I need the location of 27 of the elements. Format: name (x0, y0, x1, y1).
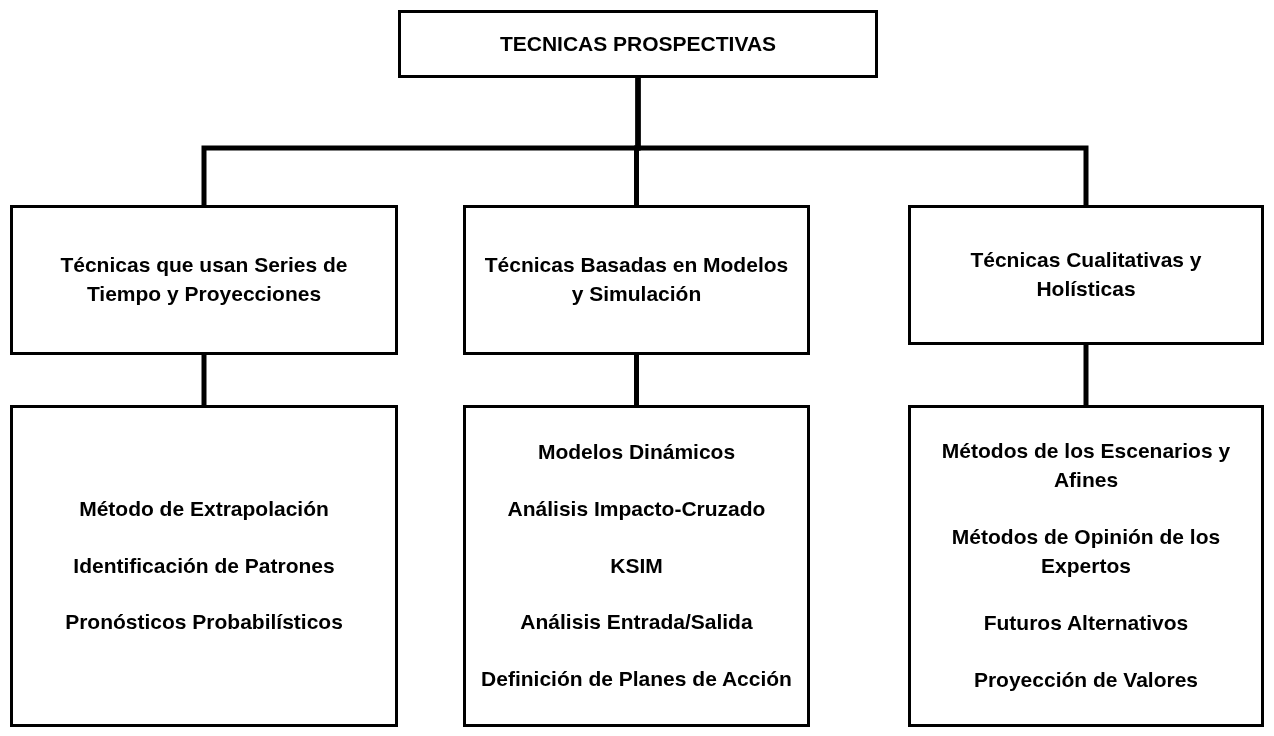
category-text: Técnicas Basadas en Modelos y Simulación (483, 252, 790, 307)
technique-text: Pronósticos Probabilísticos (65, 609, 343, 636)
category-box (10, 205, 398, 355)
technique-text: Método de Extrapolación (79, 495, 329, 522)
technique-text: Definición de Planes de Acción (481, 666, 792, 693)
category-box (398, 10, 878, 78)
category-box (463, 205, 810, 355)
title-text: TECNICAS PROSPECTIVAS (499, 30, 777, 57)
technique-text: KSIM (610, 552, 663, 579)
category-text: Técnicas Cualitativas y Holísticas (969, 247, 1203, 302)
category-text: Técnicas que usan Series de Tiempo y Proyecciones (59, 252, 349, 307)
technique-list-box (908, 405, 1264, 727)
technique-list-box (10, 405, 398, 727)
technique-text: Análisis Impacto-Cruzado (507, 495, 766, 522)
technique-text: Proyección de Valores (973, 666, 1199, 693)
technique-text: Métodos de los Escenarios y Afines (940, 438, 1232, 494)
technique-text: Modelos Dinámicos (537, 438, 736, 465)
technique-text: Análisis Entrada/Salida (520, 609, 753, 636)
connector-line (635, 78, 1089, 205)
connector-line (1083, 345, 1089, 405)
category-box (908, 205, 1264, 345)
connector-line (201, 355, 207, 405)
connector-line (634, 355, 639, 405)
technique-text: Métodos de Opinión de los Expertos (950, 524, 1222, 579)
technique-text: Identificación de Patrones (73, 552, 335, 579)
technique-list-box (463, 405, 810, 727)
technique-text: Futuros Alternativos (983, 609, 1189, 636)
